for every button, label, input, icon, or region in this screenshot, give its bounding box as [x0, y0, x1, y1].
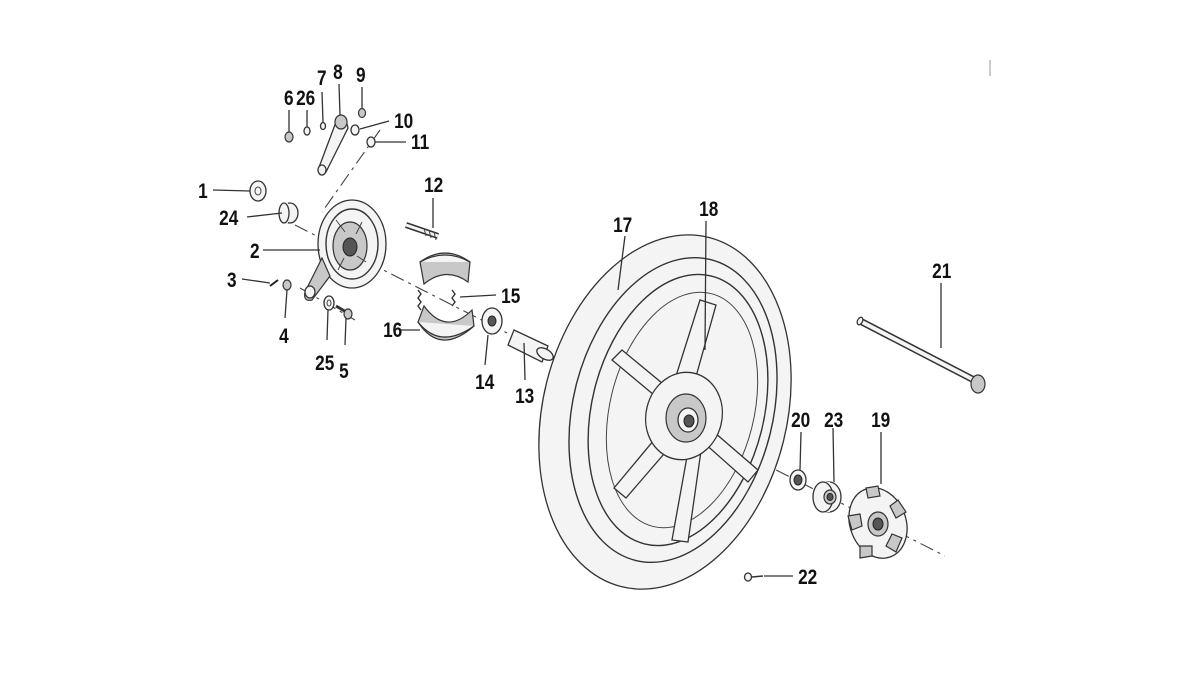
- label-12: 12: [424, 175, 443, 198]
- brake-arm-axis-line: [321, 129, 381, 213]
- part-6-bolt: [284, 131, 294, 143]
- label-20: 20: [791, 410, 810, 433]
- part-8-brake-arm: [317, 114, 349, 176]
- label-16: 16: [383, 320, 402, 343]
- part-18-rim: [587, 273, 769, 547]
- label-24: 24: [219, 208, 238, 231]
- label-14: 14: [475, 372, 494, 395]
- label-4: 4: [279, 326, 289, 349]
- label-10: 10: [394, 111, 413, 134]
- part-12-brake-cam: [405, 222, 439, 241]
- label-2: 2: [250, 241, 260, 264]
- part-5-bolt: [335, 304, 353, 320]
- part-24-bushing: [278, 202, 299, 224]
- part-9-nut: [357, 107, 367, 119]
- label-13: 13: [515, 386, 534, 409]
- part-3-clip: [269, 279, 279, 287]
- part-15-springs: [417, 289, 456, 311]
- part-13-spacer: [507, 329, 554, 363]
- label-3: 3: [227, 270, 237, 293]
- label-23: 23: [824, 410, 843, 433]
- part-21-axle: [856, 316, 986, 394]
- label-18: 18: [699, 199, 718, 222]
- label-19: 19: [871, 410, 890, 433]
- label-17: 17: [613, 215, 632, 238]
- label-26: 26: [296, 88, 315, 111]
- label-22: 22: [798, 567, 817, 590]
- label-11: 11: [411, 132, 429, 155]
- part-23-bearing: [812, 481, 842, 513]
- label-8: 8: [333, 62, 343, 85]
- part-1-washer: [249, 180, 267, 202]
- part-22-valve: [743, 572, 764, 582]
- part-16-brake-shoes: [417, 252, 475, 341]
- part-11-pin: [366, 136, 376, 148]
- part-14-bearing: [481, 307, 503, 335]
- part-10-washer: [350, 124, 360, 136]
- label-1: 1: [198, 181, 208, 204]
- label-5: 5: [339, 361, 349, 384]
- label-6: 6: [284, 88, 294, 111]
- part-20-oil-seal: [789, 469, 807, 491]
- part-2-brake-panel: [304, 199, 387, 301]
- part-7-spring: [319, 121, 327, 131]
- label-9: 9: [356, 65, 366, 88]
- leader-lines: [212, 83, 942, 577]
- label-21: 21: [932, 261, 951, 284]
- label-15: 15: [501, 286, 520, 309]
- label-25: 25: [315, 353, 334, 376]
- part-labels: 1 2 3 4 5 6 7 8 9 10 11 12 13 14 15 16 1…: [198, 62, 951, 590]
- part-25-washer: [323, 295, 335, 311]
- label-7: 7: [317, 68, 327, 91]
- part-26-washer: [303, 126, 311, 136]
- part-4-nut: [282, 279, 292, 291]
- part-19-gear: [847, 485, 908, 559]
